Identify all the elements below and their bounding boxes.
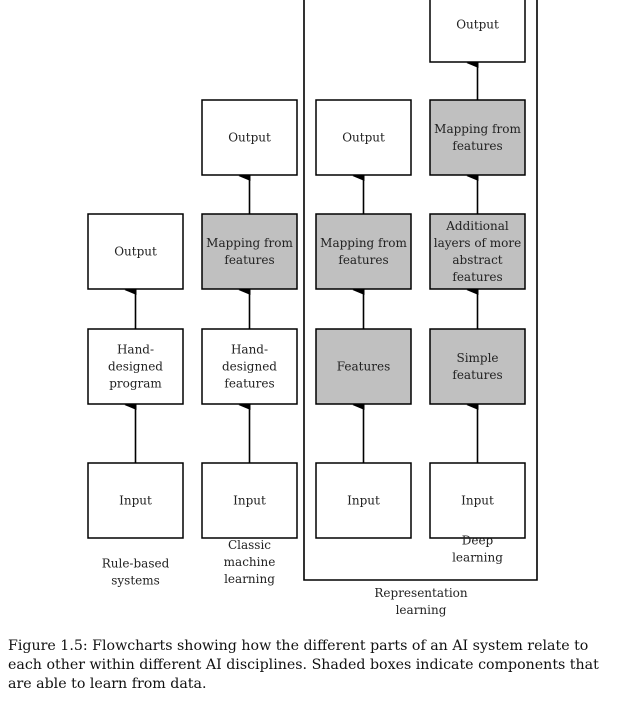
flowchart-box: Mapping from features: [429, 99, 526, 176]
box-label: designed: [108, 360, 163, 374]
plain-box: [87, 213, 184, 290]
flowchart-box: Output: [315, 99, 412, 176]
figure-caption: Figure 1.5: Flowcharts showing how the d…: [8, 638, 599, 692]
plain-box: [429, 0, 526, 63]
flowchart-box: Simple features: [429, 328, 526, 405]
box-label: Output: [114, 245, 157, 259]
box-label: Hand-: [117, 343, 154, 357]
plain-box: [429, 462, 526, 539]
box-label: layers of more: [434, 236, 522, 250]
box-label: program: [109, 377, 162, 391]
box-label: Input: [347, 494, 380, 508]
flowchart-box: Output: [201, 99, 298, 176]
flowchart-box: Additional layers of more abstract features: [429, 213, 526, 290]
box-label: Output: [228, 131, 271, 145]
box-label: Input: [233, 494, 266, 508]
column-label: systems: [111, 574, 160, 588]
flowchart-box: Output: [429, 0, 526, 63]
flowchart-box: Input: [429, 462, 526, 539]
shaded-box: [429, 213, 526, 290]
flowchart-box: Hand-designed program: [87, 328, 184, 405]
flowchart-box: Mapping from features: [201, 213, 298, 290]
box-label: designed: [222, 360, 277, 374]
plain-box: [315, 99, 412, 176]
plain-box: [87, 328, 184, 405]
box-label: abstract: [452, 253, 502, 267]
shaded-box: [315, 328, 412, 405]
column-label: Classic: [228, 538, 271, 552]
box-label: Input: [461, 494, 494, 508]
shaded-box: [315, 213, 412, 290]
column-label: Deep: [462, 534, 494, 548]
plain-box: [201, 328, 298, 405]
box-label: Features: [337, 360, 390, 374]
shaded-box: [201, 213, 298, 290]
box-label: features: [452, 139, 502, 153]
box-label: Output: [342, 131, 385, 145]
flowchart-box: Input: [201, 462, 298, 539]
column-label: machine: [224, 555, 276, 569]
flowchart-box: Input: [87, 462, 184, 539]
plain-box: [315, 462, 412, 539]
box-label: features: [338, 253, 388, 267]
box-label: Input: [119, 494, 152, 508]
flowchart-box: Output: [87, 213, 184, 290]
box-label: Simple: [456, 351, 498, 365]
column-label: learning: [224, 572, 275, 586]
plain-box: [87, 462, 184, 539]
flowchart-box: Mapping from features: [315, 213, 412, 290]
box-label: Output: [456, 18, 499, 32]
box-label: features: [452, 270, 502, 284]
box-label: features: [452, 368, 502, 382]
box-label: Mapping from: [434, 122, 521, 136]
box-label: features: [224, 377, 274, 391]
flowchart-box: Input: [315, 462, 412, 539]
group-label: learning: [396, 603, 447, 617]
plain-box: [201, 99, 298, 176]
box-label: features: [224, 253, 274, 267]
representation-learning-frame: [303, 0, 538, 581]
box-label: Additional: [445, 219, 509, 233]
flowchart-box: Features: [315, 328, 412, 405]
box-label: Hand-: [231, 343, 268, 357]
box-label: Mapping from: [206, 236, 293, 250]
plain-box: [201, 462, 298, 539]
column-label: learning: [452, 551, 503, 565]
flowchart-box: Hand-designed features: [201, 328, 298, 405]
shaded-box: [429, 99, 526, 176]
box-label: Mapping from: [320, 236, 407, 250]
group-label: Representation: [374, 586, 468, 600]
column-label: Rule-based: [102, 557, 170, 571]
shaded-box: [429, 328, 526, 405]
